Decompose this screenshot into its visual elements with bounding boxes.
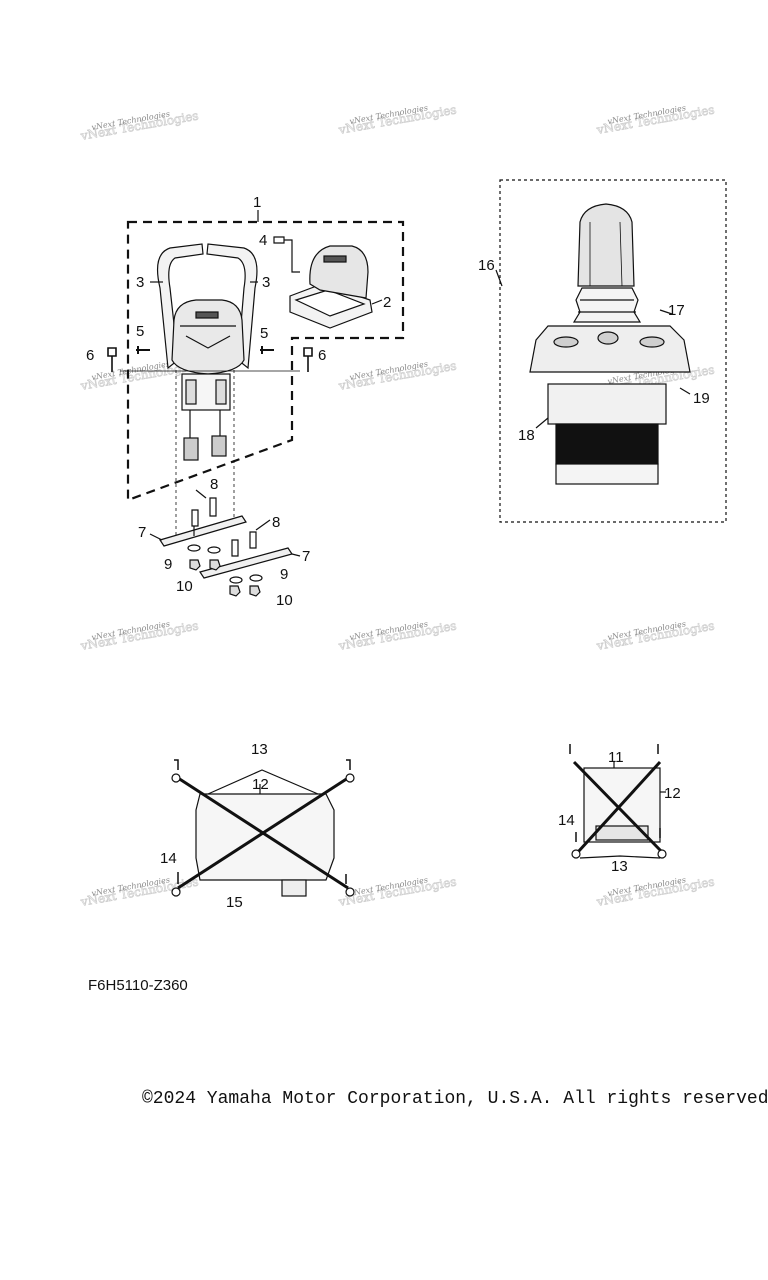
washer-9: [187, 544, 201, 552]
ecu-assembly-small: [569, 744, 667, 859]
body-detail: [180, 325, 236, 349]
leader-line: [679, 387, 691, 395]
callout-16: 16: [478, 257, 495, 274]
callout-6: 6: [86, 347, 94, 364]
strap-13: [177, 776, 349, 890]
callout-12: 12: [664, 785, 681, 802]
strap-eyelet: [171, 887, 181, 897]
callout-18: 18: [518, 427, 535, 444]
button: [553, 336, 579, 348]
screw-5-right: [260, 346, 274, 354]
joystick-grip: [577, 203, 635, 287]
callout-19: 19: [693, 390, 710, 407]
callout-14: 14: [160, 850, 177, 867]
screw-4: [273, 236, 300, 273]
washer-9: [207, 546, 221, 554]
mounting-plate-7-left: [159, 515, 247, 547]
joystick-kit-outline: [499, 179, 727, 523]
control-lever-body: [171, 299, 245, 375]
nut-10: [189, 559, 201, 571]
callouts: 1 2 3 3 4 5 5 6 6 7 7 8 8 9 9 10 10 11 1…: [86, 194, 710, 911]
joystick-base-dark: [555, 423, 659, 465]
callout-9: 9: [164, 556, 172, 573]
bolt-8: [231, 539, 239, 557]
brand-badge: [195, 311, 219, 319]
callout-12: 12: [252, 776, 269, 793]
callout-15: 15: [226, 894, 243, 911]
strap-13: [576, 760, 662, 854]
nut-10: [229, 585, 241, 597]
bolt-8: [209, 497, 217, 517]
joystick-assembly: [495, 179, 727, 523]
callout-6: 6: [318, 347, 326, 364]
joystick-base: [547, 383, 667, 425]
screw-14: [174, 759, 179, 770]
strap-eyelet: [345, 773, 355, 783]
leader-line: [659, 309, 673, 315]
callout-3: 3: [262, 274, 270, 291]
bolt-8: [191, 509, 199, 536]
frame-cover-right: [206, 243, 258, 370]
nut-10: [249, 585, 261, 597]
callout-5: 5: [260, 325, 268, 342]
callout-11: 11: [608, 749, 624, 766]
nut-10: [209, 559, 221, 571]
bolt-6-right: [303, 347, 313, 372]
bolt-8: [249, 531, 257, 549]
joystick-connector: [555, 463, 659, 485]
callout-7: 7: [302, 548, 310, 565]
button: [639, 336, 665, 348]
strap-eyelet: [171, 773, 181, 783]
strap-eyelet: [657, 849, 667, 859]
leader-line: [535, 417, 549, 429]
joystick-boot: [572, 287, 642, 323]
leader-line: [291, 553, 301, 557]
connector: [183, 437, 199, 461]
callout-9: 9: [280, 566, 288, 583]
leader-line: [579, 855, 661, 859]
callout-8: 8: [272, 514, 280, 531]
leader-line: [255, 519, 271, 531]
button: [597, 331, 619, 345]
bolt-6-left: [107, 347, 117, 372]
leader-line: [149, 533, 163, 541]
callout-1: 1: [253, 194, 261, 211]
callout-13: 13: [251, 741, 268, 758]
mounting-hardware: [149, 489, 301, 597]
callout-7: 7: [138, 524, 146, 541]
callout-4: 4: [259, 232, 267, 249]
washer-9: [229, 576, 243, 584]
screw-5-left: [136, 346, 150, 354]
copyright-notice: ©2024 Yamaha Motor Corporation, U.S.A. A…: [142, 1089, 768, 1109]
callout-3: 3: [136, 274, 144, 291]
connector: [211, 435, 227, 457]
remote-control-assembly: [107, 210, 405, 540]
frame-cover-left: [157, 243, 204, 370]
kit-outline-dashed: [126, 220, 405, 502]
ecu-assembly-large: [171, 759, 355, 897]
part-code: F6H5110-Z360: [88, 977, 188, 994]
leader-line: [207, 769, 319, 795]
leader-line: [495, 269, 503, 287]
callout-17: 17: [668, 302, 685, 319]
callout-10: 10: [276, 592, 293, 609]
ecu-connector: [281, 879, 307, 897]
callout-8: 8: [210, 476, 218, 493]
callout-10: 10: [176, 578, 193, 595]
callout-13: 13: [611, 858, 628, 875]
callout-2: 2: [383, 294, 391, 311]
strap-eyelet: [571, 849, 581, 859]
washer-9: [249, 574, 263, 582]
leader-line: [195, 489, 207, 499]
callout-14: 14: [558, 812, 575, 829]
screw-14: [346, 759, 351, 770]
strap-eyelet: [345, 887, 355, 897]
ecu-module-15: [195, 793, 335, 881]
callout-5: 5: [136, 323, 144, 340]
